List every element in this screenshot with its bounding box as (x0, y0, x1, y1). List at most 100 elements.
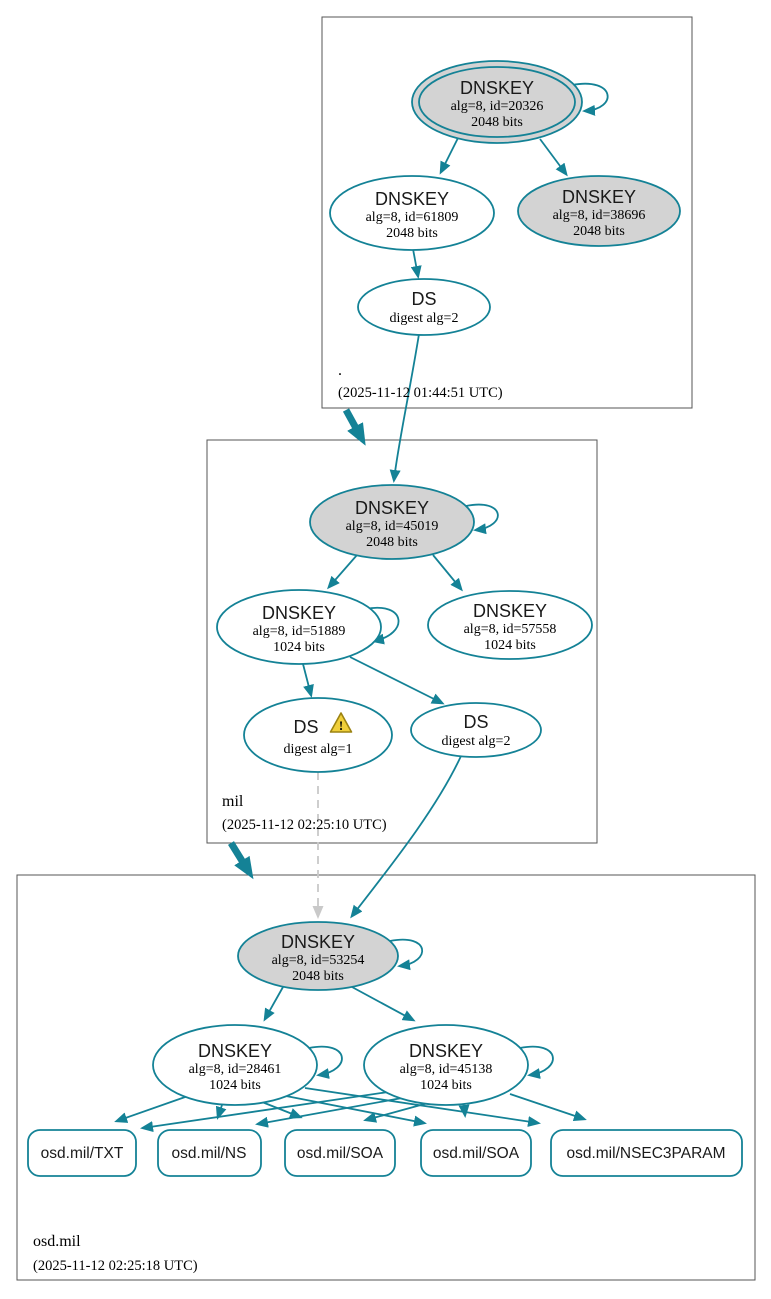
edge-dnskey-20326-to-61809 (439, 137, 459, 175)
node-dnskey-20326-ksk[interactable]: DNSKEY alg=8, id=20326 2048 bits (411, 60, 583, 144)
dnskey-28461-bits: 1024 bits (209, 1078, 261, 1093)
zone-label-root: . (338, 362, 342, 379)
zone-timestamp-root: (2025-11-12 01:44:51 UTC) (338, 385, 503, 401)
rrset-osd-mil-nsec3param[interactable]: osd.mil/NSEC3PARAM (550, 1129, 743, 1177)
edge-28461-to-txt (114, 1095, 189, 1123)
dnskey-45019-title: DNSKEY (355, 498, 429, 518)
edge-dnskey-51889-to-ds1 (302, 663, 314, 698)
edge-dnskey-53254-selfsign (389, 938, 424, 971)
dnskey-38696-ellipse[interactable] (517, 175, 681, 247)
rrset-osd-mil-soa-2[interactable]: osd.mil/SOA (420, 1129, 532, 1177)
mil-ds1-ellipse[interactable] (243, 697, 393, 773)
dnskey-20326-inner-ellipse (418, 66, 576, 138)
zone-timestamp-mil: (2025-11-12 02:25:10 UTC) (222, 817, 387, 833)
rrset-ns-box[interactable] (157, 1129, 262, 1177)
edge-45138-to-txt (140, 1091, 389, 1132)
edge-dnskey-28461-selfsign (308, 1045, 343, 1079)
dnskey-28461-ellipse[interactable] (152, 1024, 318, 1106)
dnskey-61809-title: DNSKEY (375, 189, 449, 209)
edge-dnskey-53254-to-45138 (351, 986, 416, 1022)
rrset-soa1-label: osd.mil/SOA (297, 1145, 384, 1162)
mil-ds1-title: DS (293, 717, 318, 737)
dnskey-51889-detail: alg=8, id=51889 (253, 624, 346, 639)
rrset-soa2-label: osd.mil/SOA (433, 1145, 520, 1162)
node-dnskey-45138[interactable]: DNSKEY alg=8, id=45138 1024 bits (363, 1024, 529, 1106)
edge-mil-ds2-to-osd-ksk (350, 755, 462, 919)
dnskey-20326-title: DNSKEY (460, 78, 534, 98)
dnskey-57558-title: DNSKEY (473, 601, 547, 621)
rrset-nsec3param-label: osd.mil/NSEC3PARAM (566, 1145, 725, 1162)
dnskey-61809-detail: alg=8, id=61809 (366, 210, 459, 225)
edge-dnskey-53254-to-28461 (263, 986, 284, 1022)
root-ds-ellipse[interactable] (357, 278, 491, 336)
dnskey-61809-bits: 2048 bits (386, 226, 438, 241)
node-mil-ds1[interactable]: DS ! digest alg=1 (243, 697, 393, 773)
dnskey-51889-title: DNSKEY (262, 603, 336, 623)
edge-28461-to-soa1 (261, 1101, 303, 1119)
dnskey-20326-outer-ellipse[interactable] (411, 60, 583, 144)
dnskey-28461-title: DNSKEY (198, 1041, 272, 1061)
node-dnskey-38696[interactable]: DNSKEY alg=8, id=38696 2048 bits (517, 175, 681, 247)
edge-delegation-root-to-mil (342, 408, 366, 446)
node-dnskey-61809[interactable]: DNSKEY alg=8, id=61809 2048 bits (329, 175, 495, 251)
node-dnskey-51889[interactable]: DNSKEY alg=8, id=51889 1024 bits (216, 589, 382, 665)
dnskey-45138-bits: 1024 bits (420, 1078, 472, 1093)
warning-icon: ! (329, 712, 353, 733)
edge-dnskey-20326-to-38696 (539, 138, 568, 177)
node-dnskey-57558[interactable]: DNSKEY alg=8, id=57558 1024 bits (427, 590, 593, 660)
dnskey-20326-detail: alg=8, id=20326 (451, 99, 544, 114)
edge-dnskey-51889-selfsign (364, 606, 400, 645)
edge-45138-to-soa1 (363, 1102, 429, 1123)
zone-box-mil (206, 439, 598, 844)
mil-ds2-ellipse[interactable] (410, 702, 542, 758)
edge-dnskey-45138-selfsign (519, 1045, 554, 1079)
edge-dnskey-61809-to-ds (410, 248, 422, 279)
dnskey-53254-title: DNSKEY (281, 932, 355, 952)
dnskey-38696-detail: alg=8, id=38696 (553, 208, 646, 223)
edge-dnskey-20326-selfsign (571, 82, 609, 116)
dnskey-45138-ellipse[interactable] (363, 1024, 529, 1106)
zone-timestamp-osd-mil: (2025-11-12 02:25:18 UTC) (33, 1258, 198, 1274)
edge-28461-to-soa2 (285, 1095, 427, 1127)
rrset-osd-mil-ns[interactable]: osd.mil/NS (157, 1129, 262, 1177)
node-dnskey-53254-ksk[interactable]: DNSKEY alg=8, id=53254 2048 bits (237, 921, 399, 991)
zone-box-osd-mil (16, 874, 756, 1281)
mil-ds1-detail: digest alg=1 (284, 742, 353, 757)
dnskey-57558-detail: alg=8, id=57558 (464, 622, 557, 637)
rrset-soa1-box[interactable] (284, 1129, 396, 1177)
node-root-ds[interactable]: DS digest alg=2 (357, 278, 491, 336)
dnskey-53254-bits: 2048 bits (292, 969, 344, 984)
dnskey-61809-ellipse[interactable] (329, 175, 495, 251)
edge-45138-to-ns (255, 1097, 403, 1128)
rrset-osd-mil-txt[interactable]: osd.mil/TXT (27, 1129, 137, 1177)
node-dnskey-45019-ksk[interactable]: DNSKEY alg=8, id=45019 2048 bits (309, 484, 475, 560)
dnskey-38696-bits: 2048 bits (573, 224, 625, 239)
edge-28461-to-ns (215, 1104, 227, 1120)
rrset-txt-label: osd.mil/TXT (41, 1145, 124, 1162)
dnskey-51889-ellipse[interactable] (216, 589, 382, 665)
rrset-osd-mil-soa-1[interactable]: osd.mil/SOA (284, 1129, 396, 1177)
edge-dnskey-51889-to-ds2 (349, 656, 445, 705)
dnskey-57558-bits: 1024 bits (484, 638, 536, 653)
edge-45138-to-nsec3param (509, 1093, 587, 1122)
rrset-nsec3param-box[interactable] (550, 1129, 743, 1177)
node-dnskey-28461[interactable]: DNSKEY alg=8, id=28461 1024 bits (152, 1024, 318, 1106)
edge-dnskey-45019-to-51889 (327, 554, 358, 590)
warning-exclamation: ! (339, 718, 343, 733)
node-mil-ds2[interactable]: DS digest alg=2 (410, 702, 542, 758)
edge-45138-to-soa2 (458, 1104, 470, 1118)
dnskey-45019-ellipse[interactable] (309, 484, 475, 560)
edge-dnskey-45019-selfsign (465, 503, 499, 535)
dnskey-45019-detail: alg=8, id=45019 (346, 519, 439, 534)
rrset-soa2-box[interactable] (420, 1129, 532, 1177)
root-ds-detail: digest alg=2 (390, 311, 459, 326)
dnskey-51889-bits: 1024 bits (273, 640, 325, 655)
dnskey-38696-title: DNSKEY (562, 187, 636, 207)
dnskey-57558-ellipse[interactable] (427, 590, 593, 660)
warning-triangle (329, 712, 353, 733)
dnskey-53254-ellipse[interactable] (237, 921, 399, 991)
rrset-txt-box[interactable] (27, 1129, 137, 1177)
zone-label-osd-mil: osd.mil (33, 1233, 81, 1250)
